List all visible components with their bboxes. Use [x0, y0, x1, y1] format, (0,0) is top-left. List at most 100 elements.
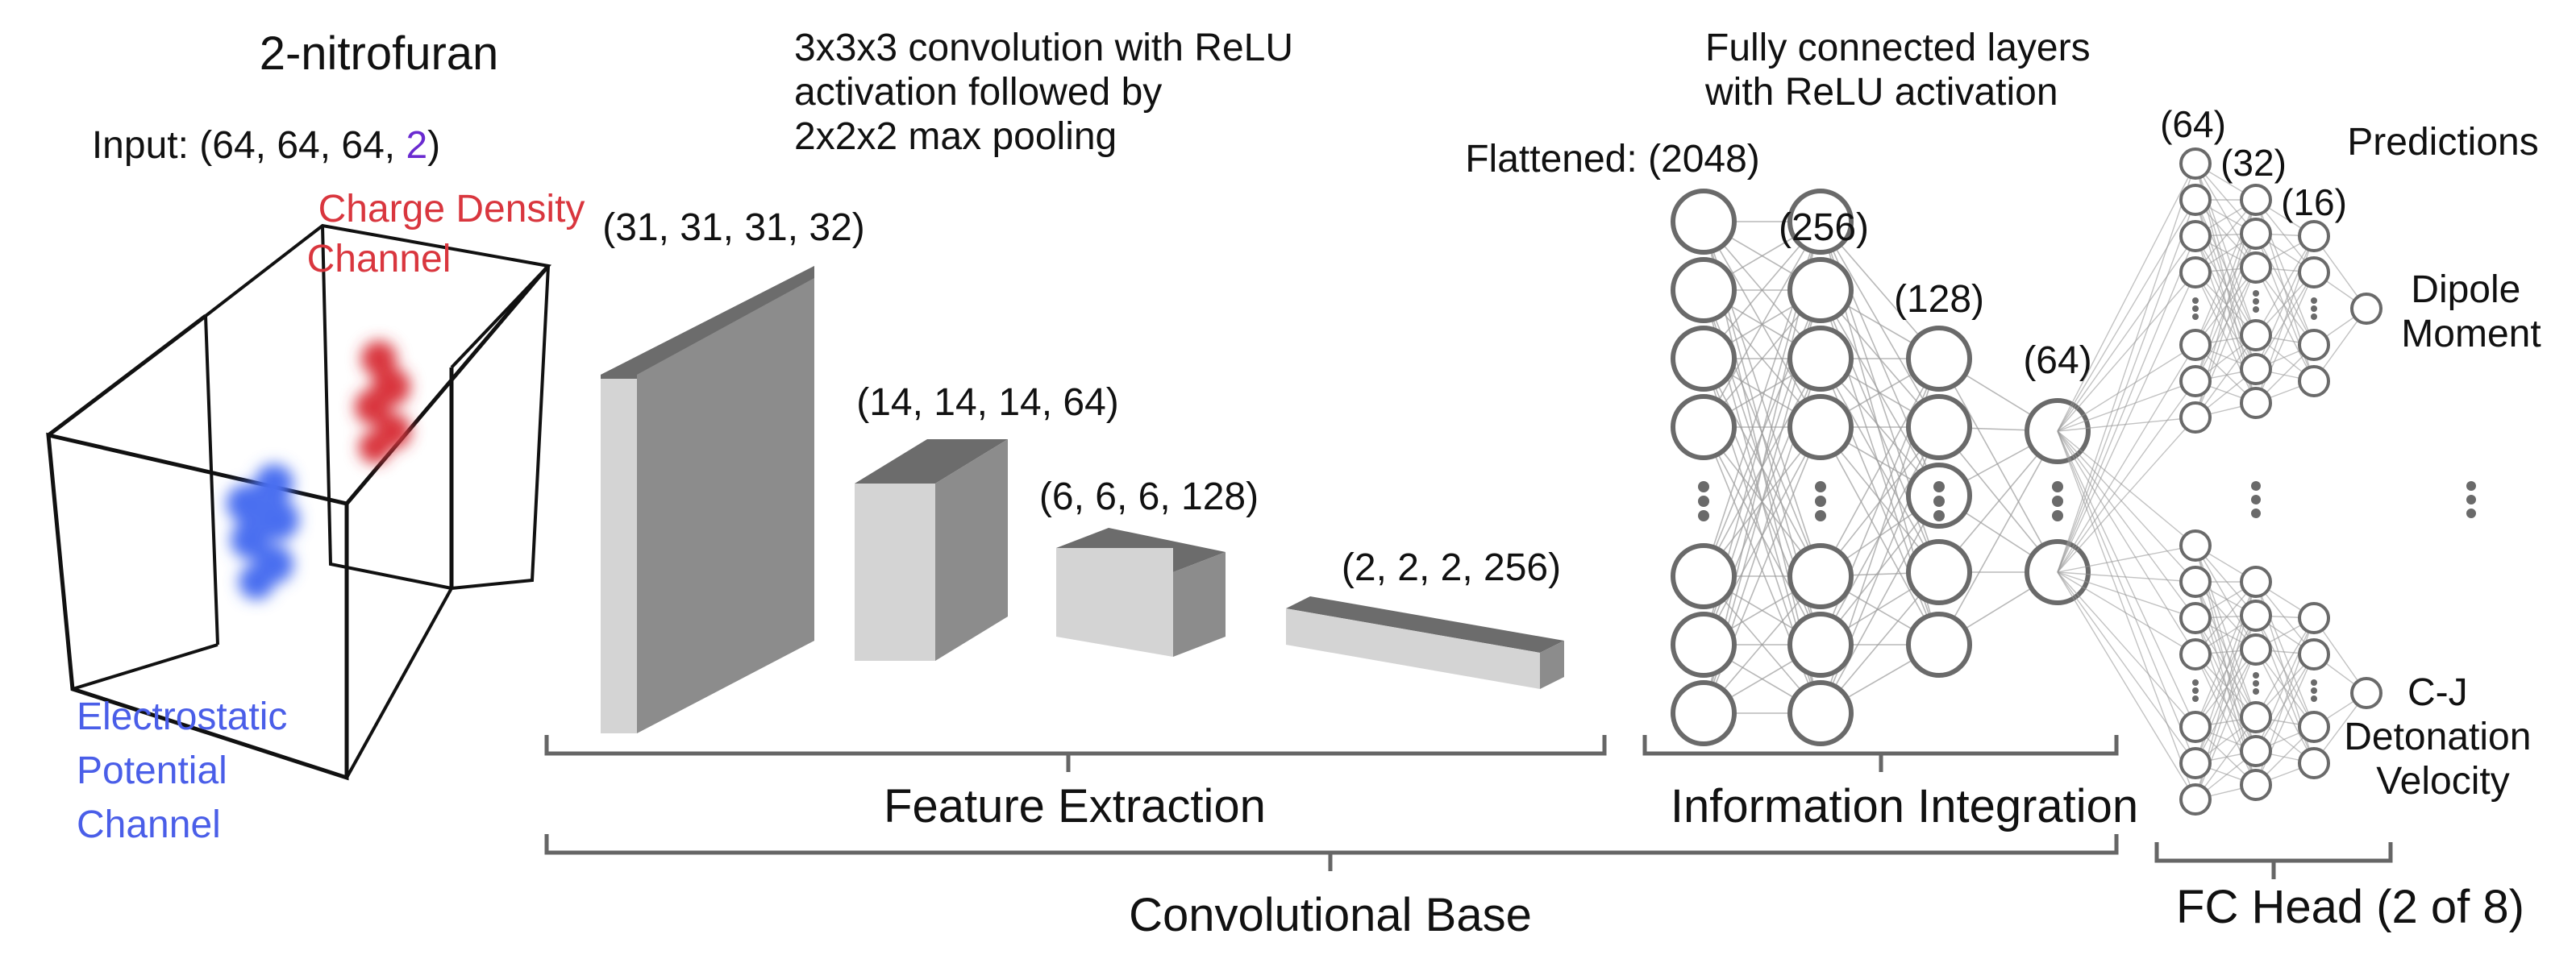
connection-line	[2057, 417, 2196, 432]
ellipsis-dot	[2253, 306, 2259, 313]
information-integration-label: Information Integration	[1671, 780, 2138, 832]
ellipsis-dot	[1815, 510, 1826, 521]
connection-line	[2057, 571, 2196, 619]
ellipsis-dot	[2052, 481, 2063, 492]
ellipsis-dot	[2052, 496, 2063, 507]
head-node-16	[2298, 329, 2330, 361]
feature-extraction-bracket	[544, 735, 1607, 772]
connection-line	[2057, 571, 2196, 764]
ellipsis-dot	[2192, 695, 2199, 702]
ellipsis-dot	[1815, 481, 1826, 492]
connection-line	[2255, 649, 2315, 764]
ellipsis-dot	[2192, 679, 2199, 686]
head-node-64	[2179, 256, 2212, 289]
connection-line	[2057, 571, 2196, 800]
connection-line	[2195, 545, 2257, 650]
ellipsis-dot	[2192, 313, 2199, 320]
connection-line	[1820, 495, 1940, 714]
connection-line	[2057, 163, 2196, 432]
fc-head-layers	[2179, 147, 2476, 816]
prediction-output-node	[2350, 677, 2382, 709]
conv-block-1-label: (31, 31, 31, 32)	[602, 206, 865, 249]
dense-layer-4-label: (64)	[2023, 339, 2091, 382]
connection-line	[2057, 430, 2196, 800]
head-node-32	[2240, 184, 2272, 216]
ellipsis-dot	[2253, 298, 2259, 305]
conv-block-4-label: (2, 2, 2, 256)	[1342, 546, 1561, 589]
connection-line	[2057, 199, 2196, 573]
fc-head-bracket	[2154, 842, 2393, 879]
connection-line	[2255, 233, 2315, 346]
connection-line	[2195, 199, 2257, 336]
ellipsis-dot	[2251, 481, 2261, 491]
head-node-32	[2240, 735, 2272, 767]
head-node-16	[2298, 747, 2330, 779]
head-node-64	[2179, 638, 2212, 670]
ellipsis-dot	[1698, 510, 1709, 521]
connection-line	[2057, 235, 2196, 573]
predictions-title: Predictions	[2347, 121, 2538, 164]
dipole-moment-label: Dipole Moment	[2401, 268, 2541, 355]
head-node-64	[2179, 783, 2212, 816]
connection-line	[2057, 344, 2196, 573]
head-node-64	[2179, 220, 2212, 252]
ellipsis-dot	[2251, 509, 2261, 518]
connection-line	[2255, 267, 2315, 382]
connection-line	[1703, 221, 1821, 428]
head-node-32	[2240, 387, 2272, 419]
ellipsis-dot	[2192, 687, 2199, 694]
ellipsis-dot	[2466, 495, 2476, 504]
dense-node-256	[1787, 189, 1854, 255]
ellipsis-dot	[2311, 679, 2317, 686]
information-integration-bracket	[1642, 735, 2119, 772]
convolutional-base-label: Convolutional Base	[1129, 889, 1532, 941]
ellipsis-dot	[2192, 305, 2199, 312]
dense-node-flattened	[1671, 543, 1737, 609]
ellipsis-dot	[2311, 297, 2317, 304]
feature-extraction-label: Feature Extraction	[884, 780, 1266, 832]
input-channel-count: 2	[406, 124, 427, 167]
ellipsis-dot	[1933, 481, 1945, 492]
dense-node-256	[1787, 326, 1854, 392]
connection-line	[2255, 615, 2315, 728]
ellipsis-dot	[1933, 510, 1945, 521]
head-node-16	[2298, 365, 2330, 397]
head-node-64	[2179, 147, 2212, 180]
connection-line	[2057, 430, 2196, 728]
connection-line	[2255, 235, 2315, 336]
head-node-32	[2240, 566, 2272, 598]
head-layer-2-label: (32)	[2220, 142, 2287, 184]
input-volume: 2-nitrofuran Input: (64, 64, 64, 2) Char…	[46, 27, 585, 846]
connection-line	[1938, 358, 2058, 573]
connection-line	[2057, 380, 2196, 573]
conv-block-1: (31, 31, 31, 32)	[601, 206, 865, 733]
connection-line	[2057, 430, 2196, 764]
connection-line	[1938, 430, 2058, 646]
connection-line	[2057, 571, 2196, 583]
connection-line	[2057, 344, 2196, 432]
head-node-64	[2179, 711, 2212, 743]
connection-line	[2057, 272, 2196, 573]
dense-node-flattened	[1671, 326, 1737, 392]
molecule-name: 2-nitrofuran	[260, 27, 499, 80]
head-node-16	[2298, 256, 2330, 289]
ellipsis-dot	[2192, 297, 2199, 304]
input-cube	[46, 223, 552, 781]
connection-line	[2255, 617, 2315, 718]
connection-line	[2057, 163, 2196, 573]
dense-node-256	[1787, 394, 1854, 460]
head-node-64	[2179, 747, 2212, 779]
head-node-16	[2298, 711, 2330, 743]
dense-node-128	[1906, 394, 1972, 460]
head-node-32	[2240, 251, 2272, 284]
head-layer-1-label: (64)	[2160, 103, 2226, 145]
connection-line	[2057, 571, 2196, 655]
dense-node-flattened	[1671, 257, 1737, 323]
conv-description: 3x3x3 convolution with ReLU activation f…	[794, 27, 1304, 158]
dense-node-128	[1906, 326, 1972, 392]
fc-description: Fully connected layers with ReLU activat…	[1704, 27, 2101, 114]
conv-block-2-label: (14, 14, 14, 64)	[856, 381, 1119, 424]
head-node-64	[2179, 329, 2212, 361]
